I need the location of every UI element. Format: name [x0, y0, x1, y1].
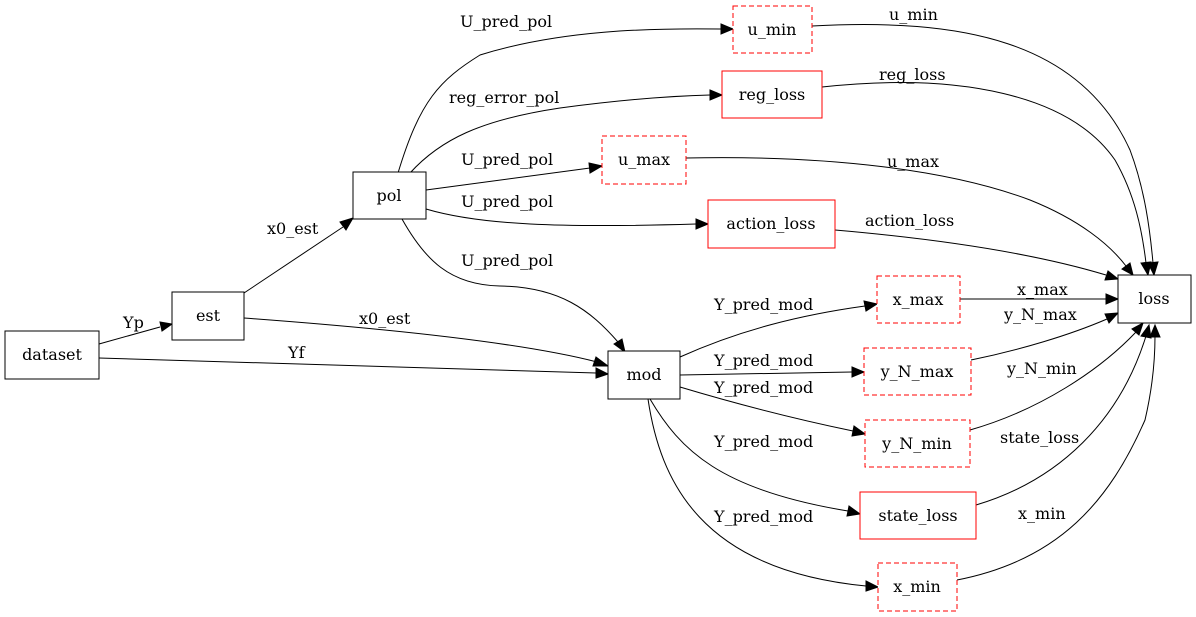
- node-y_N_min[interactable]: y_N_min: [864, 419, 971, 468]
- edge-label-x_max-loss: x_max: [1017, 280, 1068, 299]
- edge-pol-action_loss: U_pred_pol: [425, 192, 710, 230]
- node-mod[interactable]: mod: [607, 350, 681, 400]
- edge-label-est-mod: x0_est: [359, 309, 411, 328]
- edge-u_min-loss: u_min: [811, 5, 1159, 277]
- edge-label-est-pol: x0_est: [267, 219, 319, 238]
- edge-x_max-loss: x_max: [960, 280, 1120, 305]
- edge-mod-y_N_max: Y_pred_mod: [679, 351, 866, 378]
- edge-label-pol-u_min: U_pred_pol: [460, 12, 552, 31]
- node-label-action_loss: action_loss: [726, 214, 815, 233]
- edge-label-pol-mod: U_pred_pol: [461, 251, 553, 270]
- edge-label-x_min-loss: x_min: [1018, 504, 1066, 523]
- edge-label-dataset-est: Yp: [122, 313, 144, 332]
- edge-label-mod-state_loss: Y_pred_mod: [713, 432, 813, 451]
- node-x_max[interactable]: x_max: [876, 275, 961, 324]
- node-label-u_min: u_min: [748, 20, 797, 39]
- edge-pol-reg_loss: reg_error_pol: [409, 88, 724, 174]
- edge-dataset-est: Yp: [98, 313, 174, 345]
- edge-label-reg_loss-loss: reg_loss: [879, 65, 946, 84]
- node-dataset[interactable]: dataset: [4, 330, 100, 380]
- node-label-y_N_min: y_N_min: [881, 434, 952, 453]
- node-u_min[interactable]: u_min: [732, 5, 813, 54]
- node-x_min[interactable]: x_min: [877, 562, 958, 612]
- edge-mod-x_min: Y_pred_mod: [647, 398, 880, 592]
- node-action_loss[interactable]: action_loss: [707, 199, 836, 249]
- node-label-reg_loss: reg_loss: [739, 85, 806, 104]
- edge-reg_loss-loss: reg_loss: [821, 65, 1152, 277]
- edge-label-dataset-mod: Yf: [287, 343, 306, 362]
- edge-label-y_N_max-loss: y_N_max: [1003, 305, 1077, 324]
- edge-label-u_min-loss: u_min: [889, 5, 938, 24]
- edge-y_N_max-loss: y_N_max: [970, 305, 1120, 361]
- node-label-loss: loss: [1138, 289, 1169, 308]
- node-pol[interactable]: pol: [352, 171, 427, 220]
- edge-label-pol-reg_loss: reg_error_pol: [449, 88, 559, 107]
- edge-dataset-mod: Yf: [98, 343, 610, 379]
- edge-state_loss-loss: state_loss: [975, 323, 1152, 506]
- edge-est-pol: x0_est: [243, 217, 355, 294]
- node-label-state_loss: state_loss: [878, 506, 957, 525]
- edge-mod-y_N_min: Y_pred_mod: [679, 378, 867, 437]
- node-label-mod: mod: [626, 365, 661, 384]
- edge-mod-x_max: Y_pred_mod: [679, 295, 879, 358]
- node-label-x_min: x_min: [893, 577, 941, 596]
- edge-label-mod-x_max: Y_pred_mod: [713, 295, 813, 314]
- node-est[interactable]: est: [171, 291, 245, 341]
- edge-label-state_loss-loss: state_loss: [1000, 428, 1079, 447]
- node-label-x_max: x_max: [893, 290, 944, 309]
- edge-y_N_min-loss: y_N_min: [969, 321, 1144, 431]
- edge-label-mod-y_N_max: Y_pred_mod: [713, 351, 813, 370]
- edge-x_min-loss: x_min: [956, 323, 1161, 581]
- edge-label-y_N_min-loss: y_N_min: [1006, 359, 1077, 378]
- node-label-pol: pol: [377, 186, 402, 205]
- edge-label-pol-u_max: U_pred_pol: [461, 150, 553, 169]
- edge-u_max-loss: u_max: [685, 152, 1134, 276]
- edge-label-mod-x_min: Y_pred_mod: [713, 507, 813, 526]
- edge-label-pol-action_loss: U_pred_pol: [461, 192, 553, 211]
- edge-mod-state_loss: Y_pred_mod: [649, 398, 862, 517]
- edge-action_loss-loss: action_loss: [834, 211, 1120, 281]
- node-y_N_max[interactable]: y_N_max: [863, 347, 972, 396]
- edge-pol-u_max: U_pred_pol: [425, 150, 604, 191]
- node-label-u_max: u_max: [618, 150, 670, 169]
- node-u_max[interactable]: u_max: [601, 135, 687, 185]
- node-label-dataset: dataset: [22, 345, 82, 364]
- node-label-est: est: [196, 306, 221, 325]
- node-loss[interactable]: loss: [1117, 274, 1192, 324]
- edge-est-mod: x0_est: [243, 309, 610, 367]
- edge-label-mod-y_N_min: Y_pred_mod: [713, 378, 813, 397]
- node-reg_loss[interactable]: reg_loss: [721, 70, 823, 119]
- edge-pol-mod: U_pred_pol: [401, 218, 626, 354]
- node-state_loss[interactable]: state_loss: [859, 491, 977, 540]
- edge-label-u_max-loss: u_max: [887, 152, 939, 171]
- edge-label-action_loss-loss: action_loss: [865, 211, 954, 230]
- edge-pol-u_min: U_pred_pol: [397, 12, 735, 174]
- node-label-y_N_max: y_N_max: [880, 362, 954, 381]
